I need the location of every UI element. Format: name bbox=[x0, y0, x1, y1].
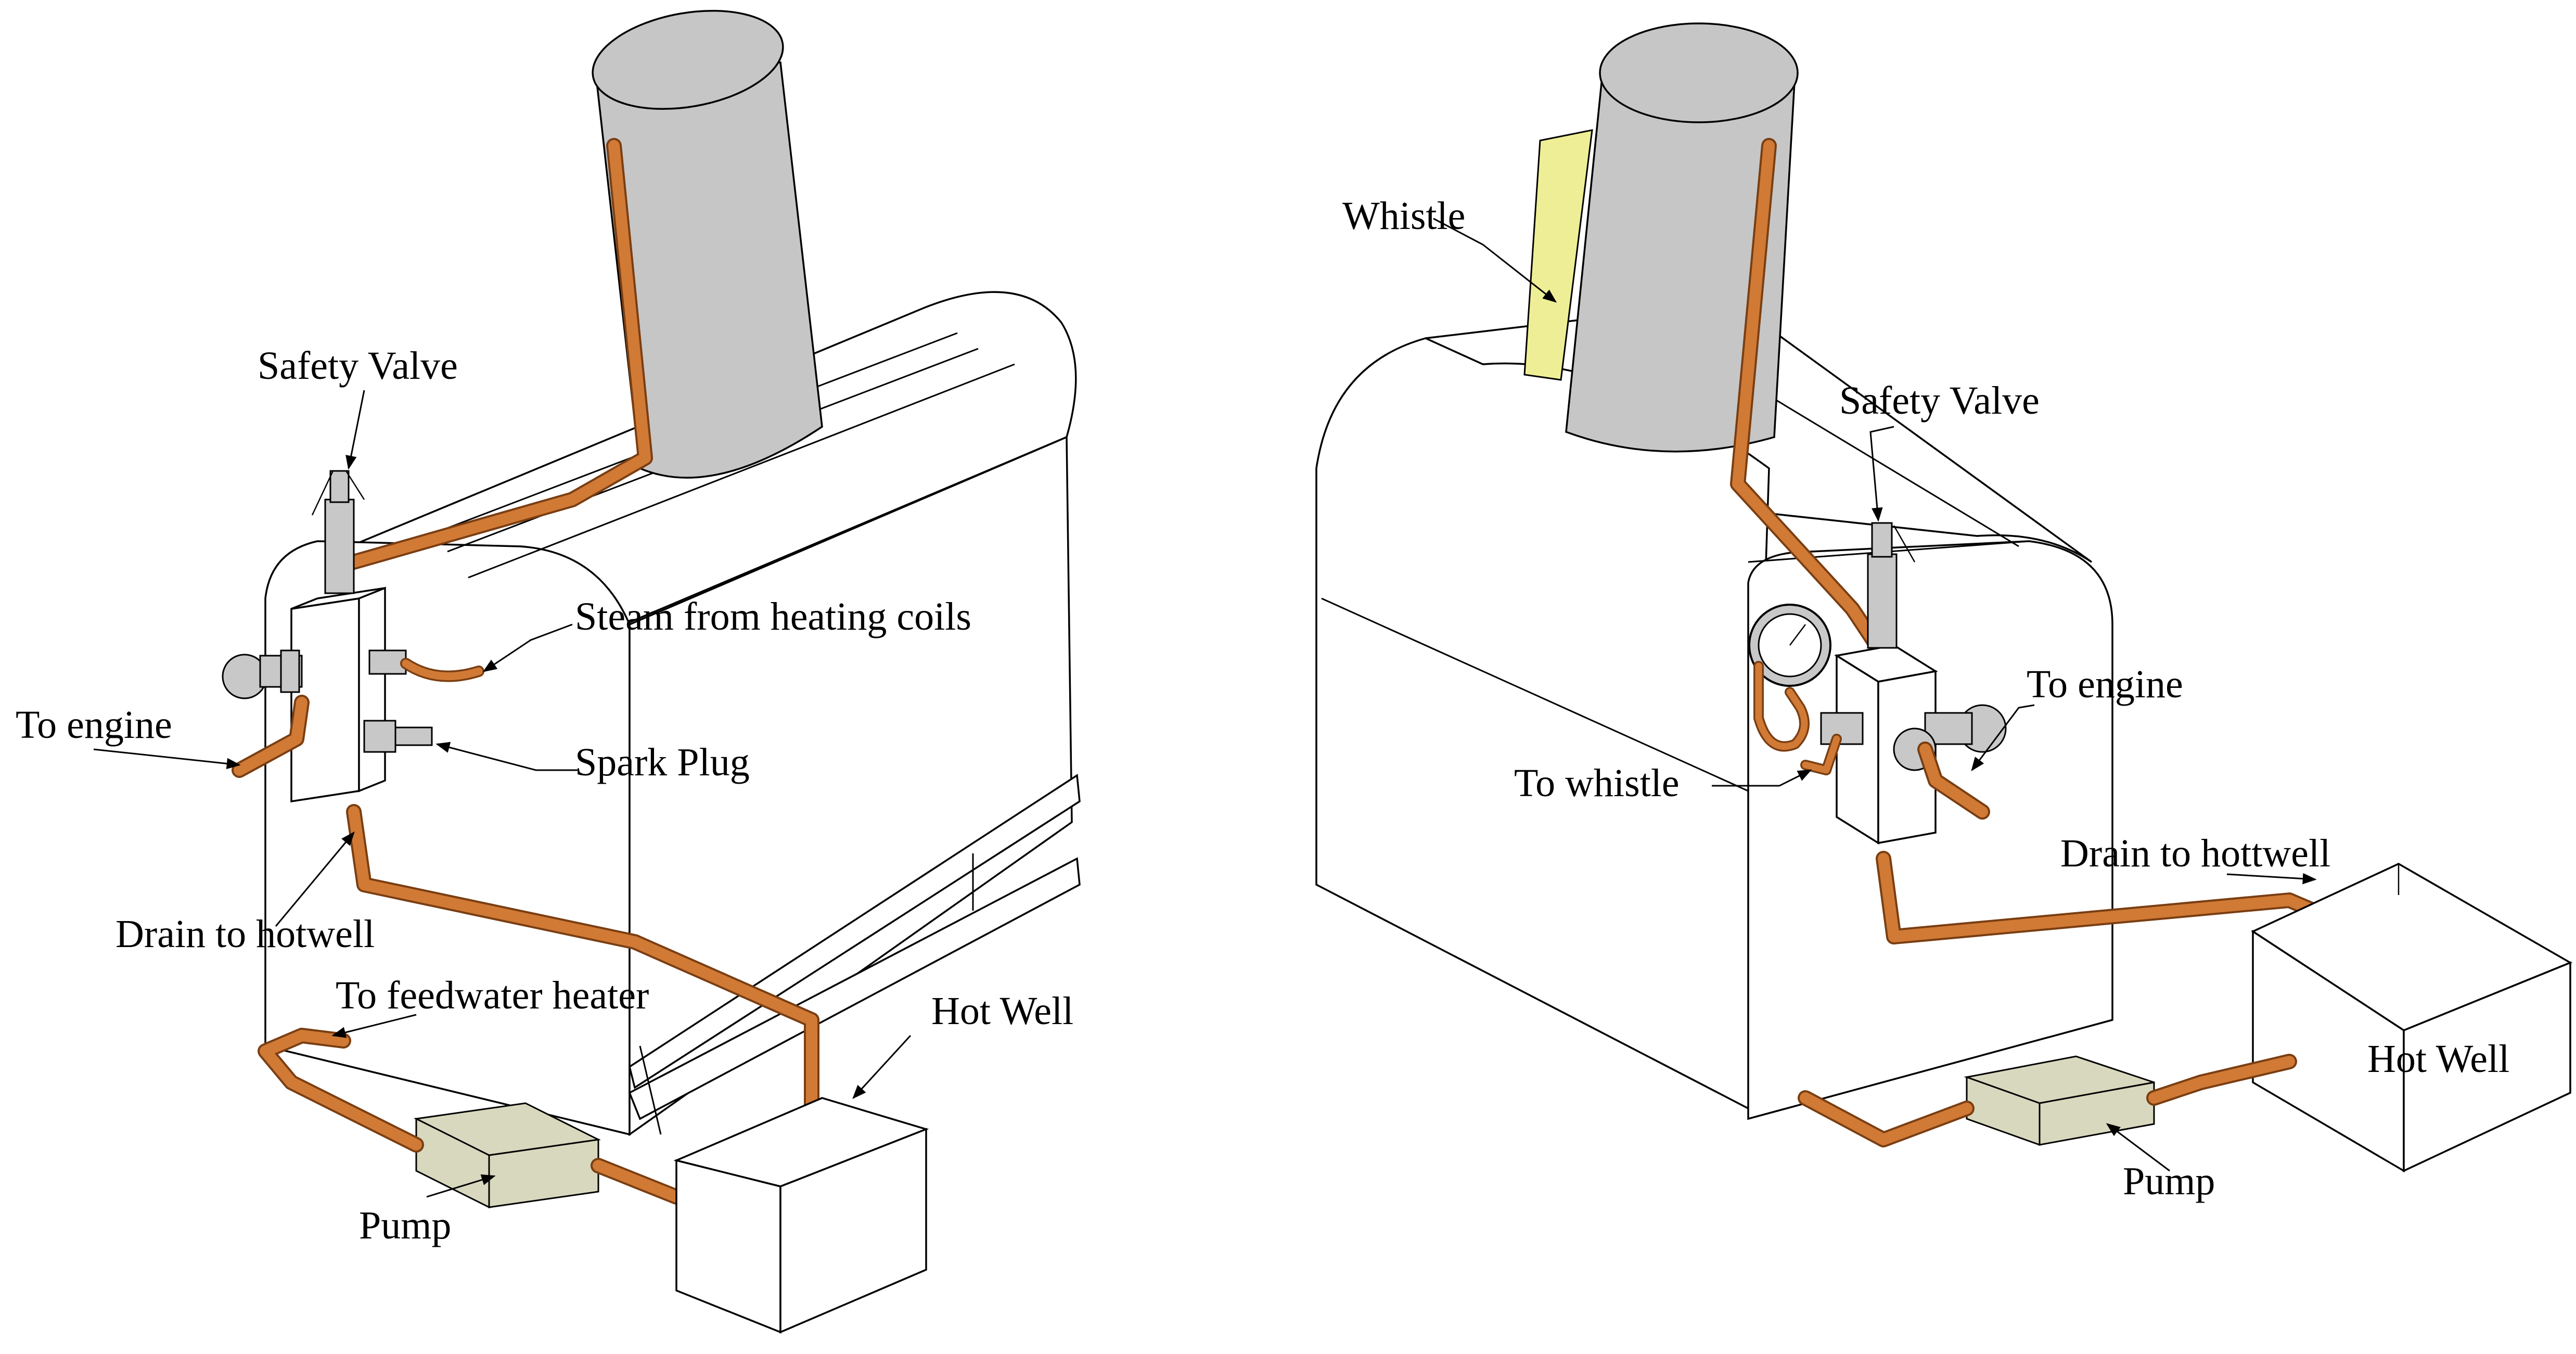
left-to-engine-label: To engine bbox=[16, 703, 172, 747]
right-to-engine-label: To engine bbox=[2027, 662, 2183, 706]
left-spark-plug bbox=[363, 720, 433, 753]
right-drain-label: Drain to hottwell bbox=[2060, 832, 2330, 875]
left-hot-well bbox=[673, 1097, 929, 1334]
right-whistle bbox=[1523, 129, 1593, 381]
left-pump-label: Pump bbox=[359, 1204, 451, 1247]
left-pump bbox=[414, 1102, 601, 1209]
right-pressure-gauge bbox=[1748, 604, 1831, 687]
right-safety-valve bbox=[1867, 522, 1916, 649]
right-to-whistle-label: To whistle bbox=[1514, 761, 1680, 805]
left-steam-label: Steam from heating coils bbox=[575, 595, 971, 638]
left-spark-plug-label: Spark Plug bbox=[575, 740, 750, 784]
left-hot-well-label: Hot Well bbox=[931, 989, 1073, 1033]
left-safety-valve-label: Safety Valve bbox=[258, 344, 458, 388]
right-hot-well-label: Hot Well bbox=[2367, 1037, 2509, 1081]
left-boiler-diagram: Safety Valve Steam from heating coils To… bbox=[16, 9, 1081, 1334]
left-chimney bbox=[592, 9, 823, 479]
right-chimney bbox=[1565, 22, 1799, 453]
right-pump-label: Pump bbox=[2123, 1159, 2215, 1203]
right-whistle-label: Whistle bbox=[1342, 194, 1465, 238]
left-drain-label: Drain to hotwell bbox=[116, 912, 375, 956]
right-pump bbox=[1964, 1055, 2155, 1146]
right-boiler-diagram: Whistle Safety Valve To engine To whistl… bbox=[1315, 22, 2572, 1203]
left-manifold bbox=[290, 586, 386, 803]
left-feedwater-label: To feedwater heater bbox=[336, 974, 649, 1017]
left-safety-valve bbox=[311, 470, 365, 594]
left-engine-valve bbox=[222, 649, 303, 699]
right-hot-well bbox=[2251, 863, 2572, 1173]
right-safety-valve-label: Safety Valve bbox=[1839, 379, 2040, 423]
